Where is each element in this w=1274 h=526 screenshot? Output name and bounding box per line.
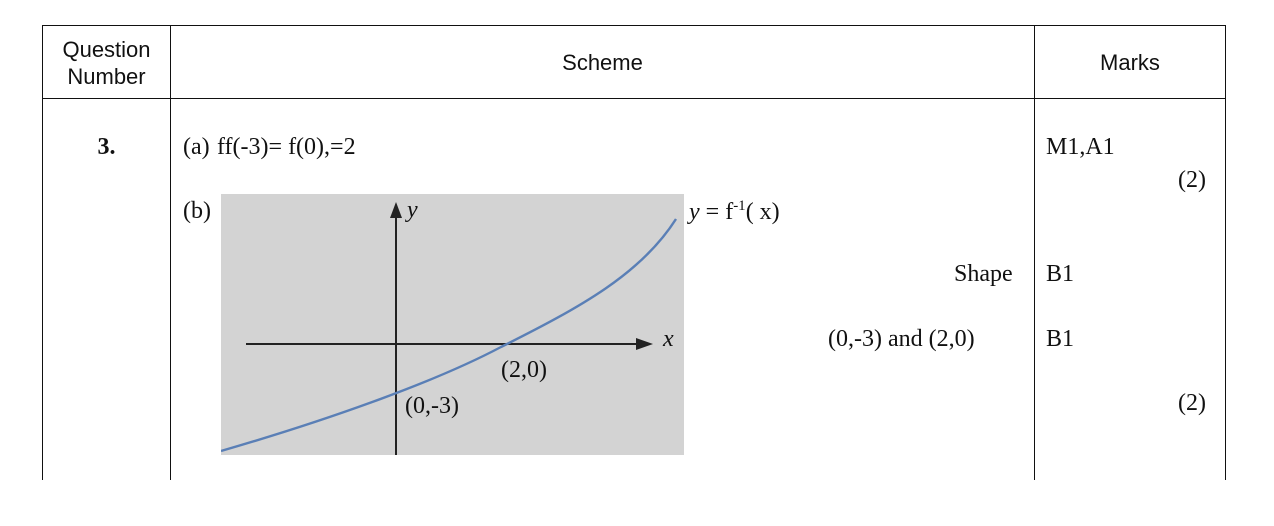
table-border-left [42, 25, 43, 480]
criterion-intercepts: (0,-3) and (2,0) [828, 326, 975, 352]
point-label-x-intercept: (2,0) [501, 357, 547, 383]
x-axis-arrowhead [636, 338, 653, 350]
curve-label-prefix: = f [699, 199, 734, 225]
table-border-top [42, 25, 1226, 26]
y-axis-arrowhead [390, 202, 402, 218]
inverse-function-graph: y (2,0) (0,-3) [221, 194, 684, 455]
part-a-marks: M1,A1 [1046, 134, 1115, 160]
part-a-working: ff(-3)= f(0),=2 [217, 134, 356, 160]
header-scheme: Scheme [562, 50, 643, 75]
inverse-function-curve [221, 218, 678, 453]
curve-label-superscript: -1 [733, 198, 746, 214]
part-a-total: (2) [1178, 167, 1206, 193]
header-number-line2: Number [67, 64, 146, 89]
table-header-divider [42, 98, 1226, 99]
header-question-number: Question Number [43, 36, 170, 90]
part-b-total: (2) [1178, 390, 1206, 416]
curve-label: y = f-1( x) [689, 198, 780, 225]
header-marks: Marks [1100, 50, 1160, 75]
criterion-shape-mark: B1 [1046, 261, 1075, 287]
graph-svg [221, 202, 678, 455]
part-b-label: (b) [183, 198, 211, 224]
y-axis-label: y [407, 197, 418, 223]
point-label-y-intercept: (0,-3) [405, 393, 459, 419]
question-number: 3. [97, 134, 116, 160]
header-question-line1: Question [62, 37, 151, 62]
x-axis-label: x [663, 326, 674, 352]
table-column-divider-1 [170, 25, 171, 480]
curve-label-argument: ( x) [745, 199, 780, 225]
criterion-intercepts-mark: B1 [1046, 326, 1075, 352]
part-a-label: (a) [183, 134, 210, 160]
table-column-divider-2 [1034, 25, 1035, 480]
table-border-right [1225, 25, 1226, 480]
criterion-shape: Shape [954, 261, 1013, 287]
